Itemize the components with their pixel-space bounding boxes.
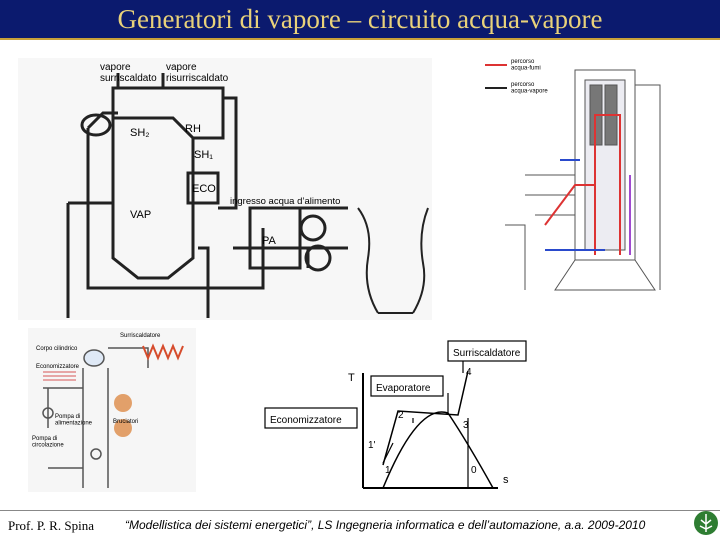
label-point-4: 4 <box>466 367 472 378</box>
label-point-1p: 1' <box>368 440 376 451</box>
label-axis-s: s <box>503 474 509 486</box>
label-pompa-alimentazione-line1: Pompa di <box>55 414 80 420</box>
label-pompa-circolazione-line2: circolazione <box>32 443 64 449</box>
label-vapore-risurriscaldato-line2: risurriscaldato <box>166 73 229 84</box>
label-rh: RH <box>185 123 201 135</box>
ts-diagram: Surriscaldatore Evaporatore Economizzato… <box>253 333 533 493</box>
label-axis-t: T <box>348 372 355 384</box>
label-vapore-surriscaldato-line2: surriscaldato <box>100 73 157 84</box>
label-vapore-risurriscaldato: vapore <box>166 62 197 73</box>
label-sh1: SH₁ <box>194 149 213 161</box>
label-evaporatore: Evaporatore <box>376 383 431 394</box>
label-pompa-circolazione-line1: Pompa di <box>32 436 57 442</box>
label-corpo-cilindrico: Corpo cilindrico <box>36 346 78 352</box>
page-title: Generatori di vapore – circuito acqua-va… <box>117 4 603 34</box>
label-eco: ECO <box>192 183 216 195</box>
label-surriscaldatore-small: Surriscaldatore <box>120 333 161 339</box>
label-point-3: 3 <box>463 420 469 431</box>
university-logo <box>693 510 719 538</box>
label-vapore-surriscaldato: vapore <box>100 62 131 73</box>
label-surriscaldatore: Surriscaldatore <box>453 348 521 359</box>
label-percorso-fumi-line2: acqua-fumi <box>511 66 541 72</box>
footer-rule <box>0 510 720 511</box>
label-economizzatore: Economizzatore <box>270 415 342 426</box>
label-point-0: 0 <box>471 465 477 476</box>
label-sh2: SH₂ <box>130 127 150 139</box>
label-economizzatore-small: Economizzatore <box>36 364 80 370</box>
label-pompa-alimentazione-line2: alimentazione <box>55 421 93 427</box>
label-point-2: 2 <box>398 410 404 421</box>
circulation-figure: Surriscaldatore Corpo cilindrico Economi… <box>28 328 196 492</box>
label-vap: VAP <box>130 209 151 221</box>
title-rule <box>0 38 720 40</box>
label-point-1: 1 <box>385 465 391 476</box>
label-bruciatori: Bruciatori <box>113 419 138 425</box>
label-pa: PA <box>262 235 277 247</box>
label-ingresso: ingresso acqua d’alimento <box>230 196 340 207</box>
process-line <box>382 370 469 466</box>
label-percorso-vapore-line2: acqua-vapore <box>511 89 548 95</box>
footer-course: “Modellistica dei sistemi energetici”, L… <box>125 518 646 532</box>
title-bar <box>0 0 720 38</box>
label-percorso-fumi-line1: percorso <box>511 59 535 65</box>
footer-author: Prof. P. R. Spina <box>8 518 94 533</box>
label-percorso-vapore-line1: percorso <box>511 82 535 88</box>
